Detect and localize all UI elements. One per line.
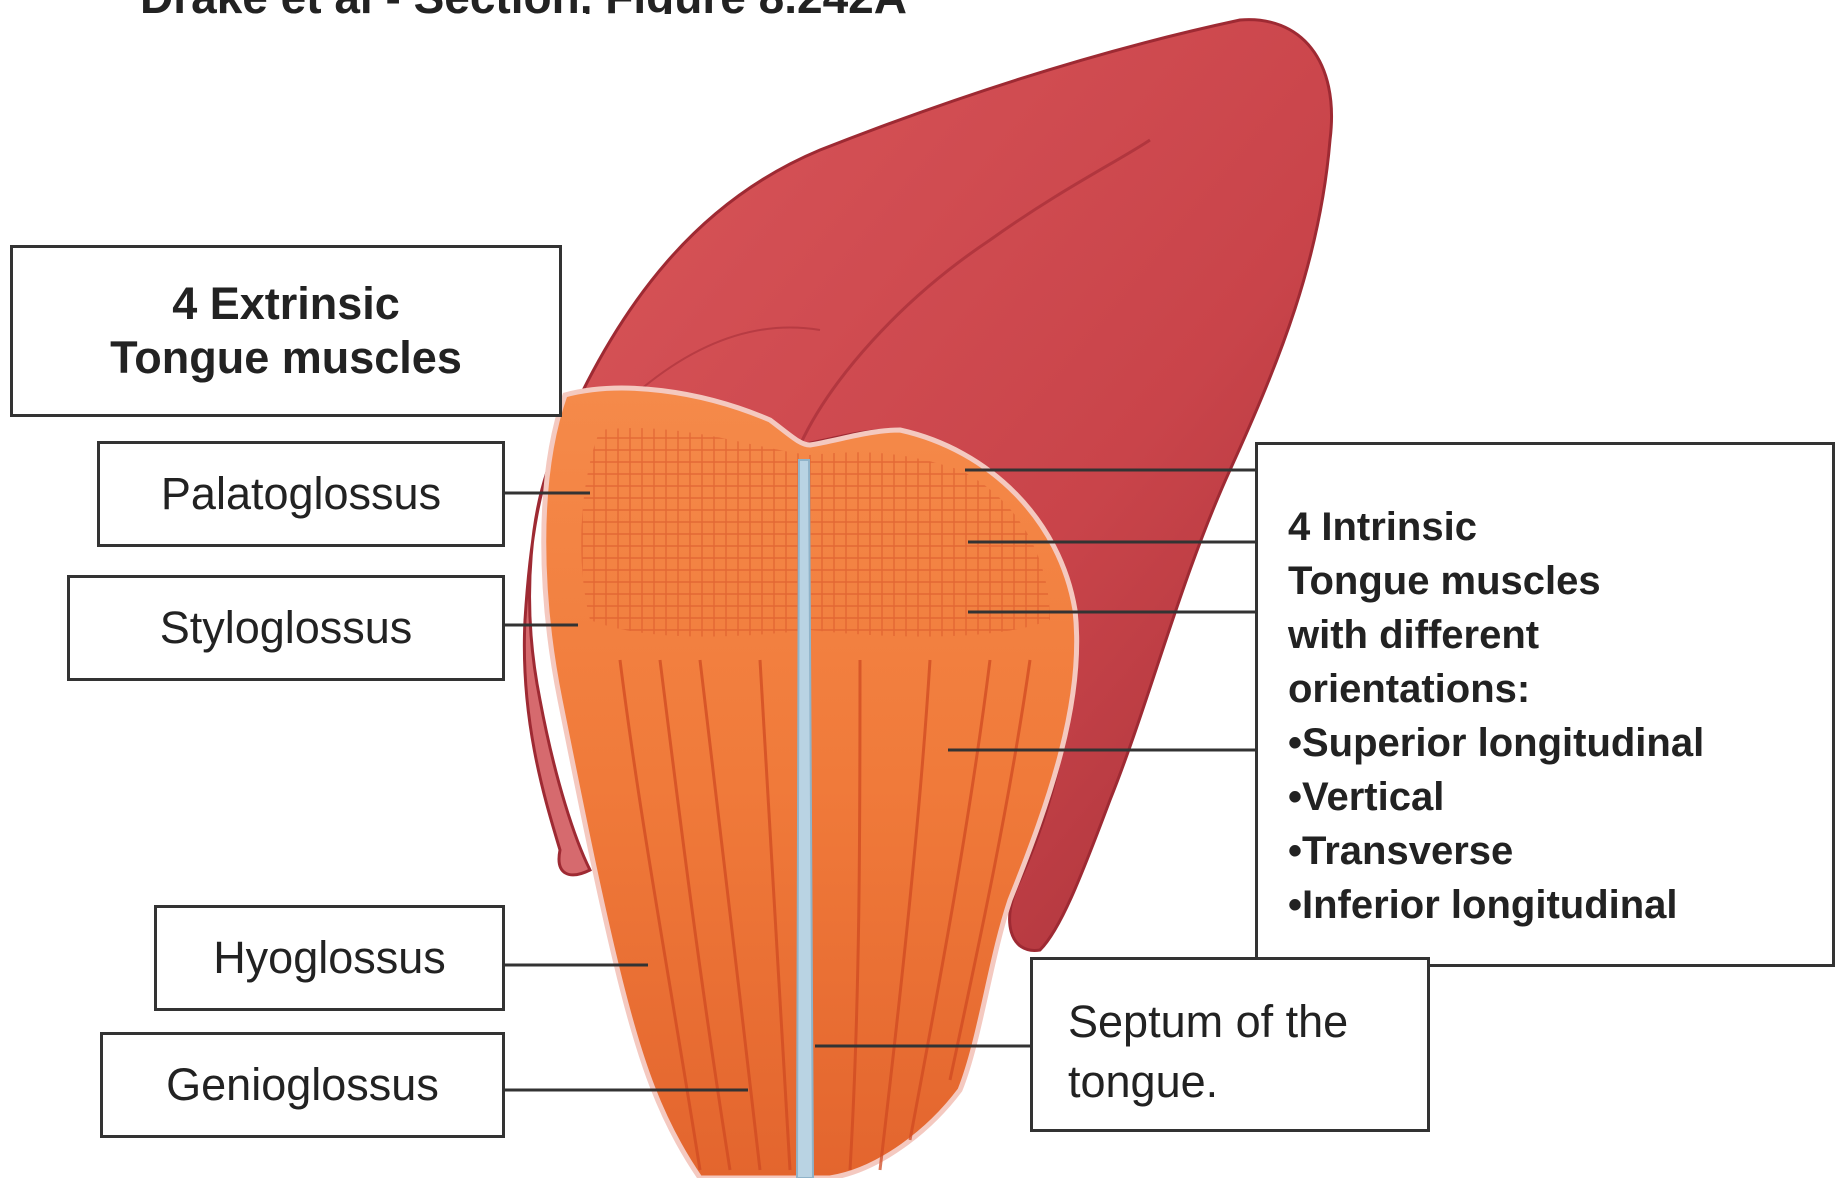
intrinsic-line3: with different bbox=[1288, 608, 1822, 662]
intrinsic-item-vertical: •Vertical bbox=[1288, 770, 1822, 824]
septum-line2: tongue. bbox=[1068, 1052, 1427, 1112]
intrinsic-line2: Tongue muscles bbox=[1288, 554, 1822, 608]
extrinsic-heading-line1: 4 Extrinsic bbox=[172, 277, 400, 331]
septum-label-box: Septum of the tongue. bbox=[1030, 957, 1430, 1132]
intrinsic-line1: 4 Intrinsic bbox=[1288, 500, 1822, 554]
intrinsic-line4: orientations: bbox=[1288, 662, 1822, 716]
extrinsic-muscles-heading: 4 Extrinsic Tongue muscles bbox=[10, 245, 562, 417]
label-styloglossus: Styloglossus bbox=[67, 575, 505, 681]
intrinsic-item-inferior-longitudinal: •Inferior longitudinal bbox=[1288, 878, 1822, 932]
extrinsic-heading-line2: Tongue muscles bbox=[110, 331, 462, 385]
intrinsic-item-transverse: •Transverse bbox=[1288, 824, 1822, 878]
tongue-septum bbox=[797, 460, 813, 1178]
label-genioglossus: Genioglossus bbox=[100, 1032, 505, 1138]
septum-line1: Septum of the bbox=[1068, 992, 1427, 1052]
label-palatoglossus: Palatoglossus bbox=[97, 441, 505, 547]
intrinsic-item-superior-longitudinal: •Superior longitudinal bbox=[1288, 716, 1822, 770]
label-hyoglossus: Hyoglossus bbox=[154, 905, 505, 1011]
intrinsic-muscles-box: 4 Intrinsic Tongue muscles with differen… bbox=[1255, 442, 1835, 967]
